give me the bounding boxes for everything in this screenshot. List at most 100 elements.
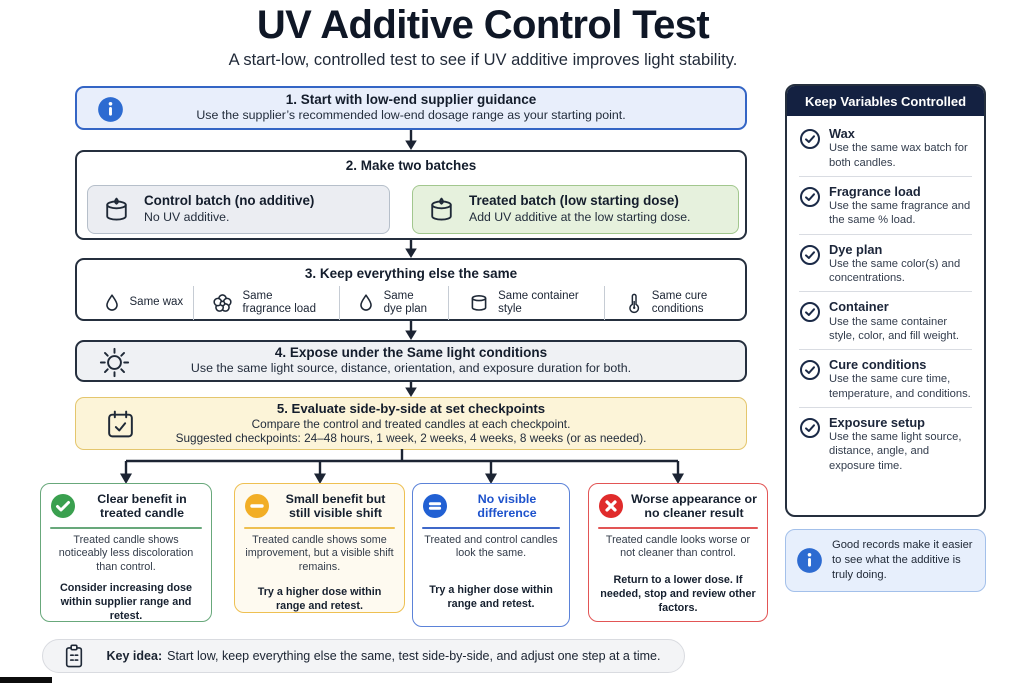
same-dye-item: Same dye plan [340, 290, 448, 316]
step-4-description: Use the same light source, distance, ori… [190, 361, 632, 376]
check-circle-icon [50, 493, 76, 519]
same-container-item: Same container style [449, 290, 605, 316]
control-batch-description: No UV additive. [144, 210, 230, 225]
variable-title: Wax [829, 126, 855, 141]
treated-batch-description: Add UV additive at the low starting dose… [469, 210, 691, 225]
outcome-card-worse-result: Worse appearance or no cleaner result Tr… [588, 483, 768, 622]
variable-title: Cure conditions [829, 357, 927, 373]
tip-text: Good records make it easier to see what … [832, 539, 973, 581]
key-idea-label: Key idea: [106, 649, 163, 663]
page-subtitle: A start-low, controlled test to see if U… [228, 51, 738, 69]
variable-title: Exposure setup [829, 414, 926, 430]
outcome-title: Small benefit but still visible shift [285, 492, 386, 521]
divider [447, 286, 449, 320]
step-2-heading: 2. Make two batches [345, 158, 477, 173]
control-batch-card: Control batch (no additive) No UV additi… [87, 185, 390, 234]
divider [244, 526, 395, 529]
step-5-note: Suggested checkpoints: 24–48 hours, 1 we… [175, 431, 647, 446]
outcome-card-clear-benefit: Clear benefit in treated candle Treated … [40, 483, 212, 622]
flow-arrow-down-icon [404, 382, 418, 397]
candle-icon [425, 193, 458, 226]
variable-item-fragrance: Fragrance load Use the same fragrance an… [799, 177, 972, 235]
step-5-box: 5. Evaluate side-by-side at set checkpoi… [75, 397, 747, 450]
candle-icon [100, 193, 133, 226]
same-dye-label: Same dye plan [383, 289, 428, 315]
step-5-description: Compare the control and treated candles … [251, 416, 571, 431]
step-5-heading: 5. Evaluate side-by-side at set checkpoi… [276, 400, 546, 416]
outcome-body: Treated candle shows noticeably less dis… [58, 533, 194, 574]
bottom-left-mark [0, 677, 52, 683]
outcome-action: Consider increasing dose within supplier… [60, 581, 192, 623]
divider [339, 286, 341, 320]
clipboard-icon [61, 643, 87, 669]
check-outline-icon [799, 244, 821, 286]
variable-item-wax: Wax Use the same wax batch for both cand… [799, 119, 972, 177]
variable-item-container: Container Use the same container style, … [799, 292, 972, 351]
calendar-check-icon [104, 408, 137, 441]
variable-description: Use the same color(s) and concentrations… [829, 257, 961, 285]
container-icon [467, 291, 491, 315]
x-circle-icon [598, 493, 624, 519]
divider [604, 286, 606, 320]
check-outline-icon [799, 359, 821, 401]
step-3-box: 3. Keep everything else the same Same wa… [75, 258, 747, 321]
check-outline-icon [799, 128, 821, 170]
outcome-body: Treated and control candles look the sam… [424, 533, 558, 560]
same-wax-item: Same wax [91, 292, 193, 314]
same-container-label: Same container style [498, 289, 579, 315]
outcome-action: Try a higher dose within range and retes… [429, 584, 553, 611]
same-cure-label: Same cure conditions [651, 289, 708, 315]
key-idea-text: Key idea: Start low, keep everything else… [101, 649, 666, 663]
same-cure-item: Same cure conditions [605, 290, 731, 316]
step-1-description: Use the supplier’s recommended low-end d… [196, 108, 626, 123]
control-batch-title: Control batch (no additive) [144, 193, 315, 209]
variable-description: Use the same light source, distance, ang… [829, 431, 962, 472]
same-variables-row: Same wax Same fragrance load Same dye pl… [79, 286, 743, 320]
variable-item-dye: Dye plan Use the same color(s) and conce… [799, 235, 972, 293]
variable-item-cure: Cure conditions Use the same cure time, … [799, 350, 972, 408]
divider [598, 526, 758, 529]
info-icon [97, 96, 124, 123]
same-fragrance-item: Same fragrance load [194, 290, 340, 316]
variable-description: Use the same container style, color, and… [829, 315, 959, 342]
keep-variables-panel: Keep Variables Controlled Wax Use the sa… [785, 84, 986, 517]
step-4-box: 4. Expose under the Same light condition… [75, 340, 747, 382]
outcome-action: Try a higher dose within range and retes… [257, 585, 382, 612]
step-4-heading: 4. Expose under the Same light condition… [274, 345, 548, 361]
flow-arrow-down-icon [404, 240, 418, 258]
sun-icon [97, 345, 132, 379]
treated-batch-card: Treated batch (low starting dose) Add UV… [412, 185, 739, 234]
check-outline-icon [799, 186, 821, 228]
key-idea-body: Start low, keep everything else the same… [167, 649, 661, 663]
step-1-box: 1. Start with low-end supplier guidance … [75, 86, 747, 130]
variable-item-exposure: Exposure setup Use the same light source… [799, 408, 972, 479]
equals-circle-icon [422, 493, 448, 519]
divider [50, 526, 202, 529]
panel-title: Keep Variables Controlled [787, 86, 984, 116]
thermometer-icon [623, 292, 645, 314]
step-3-heading: 3. Keep everything else the same [304, 266, 518, 281]
outcome-title: No visible difference [477, 492, 537, 521]
minus-circle-icon [244, 493, 270, 519]
droplet-icon [355, 292, 377, 314]
droplet-icon [101, 292, 123, 314]
divider [422, 526, 560, 529]
info-icon [796, 547, 823, 574]
step-1-heading: 1. Start with low-end supplier guidance [285, 92, 537, 108]
records-tip-box: Good records make it easier to see what … [785, 529, 986, 592]
outcome-card-no-difference: No visible difference Treated and contro… [412, 483, 570, 627]
divider [192, 286, 194, 320]
branch-connector-lines [0, 449, 780, 485]
outcome-body: Treated candle looks worse or not cleane… [605, 533, 751, 560]
flower-icon [210, 291, 235, 316]
check-outline-icon [799, 417, 821, 473]
flow-arrow-down-icon [404, 130, 418, 150]
variable-title: Container [829, 299, 889, 315]
same-fragrance-label: Same fragrance load [242, 289, 316, 315]
step-2-box: 2. Make two batches Control batch (no ad… [75, 150, 747, 240]
outcome-title: Worse appearance or no cleaner result [631, 492, 757, 521]
outcome-action: Return to a lower dose. If needed, stop … [600, 574, 756, 615]
flow-arrow-down-icon [404, 321, 418, 340]
variable-description: Use the same fragrance and the same % lo… [829, 200, 971, 227]
